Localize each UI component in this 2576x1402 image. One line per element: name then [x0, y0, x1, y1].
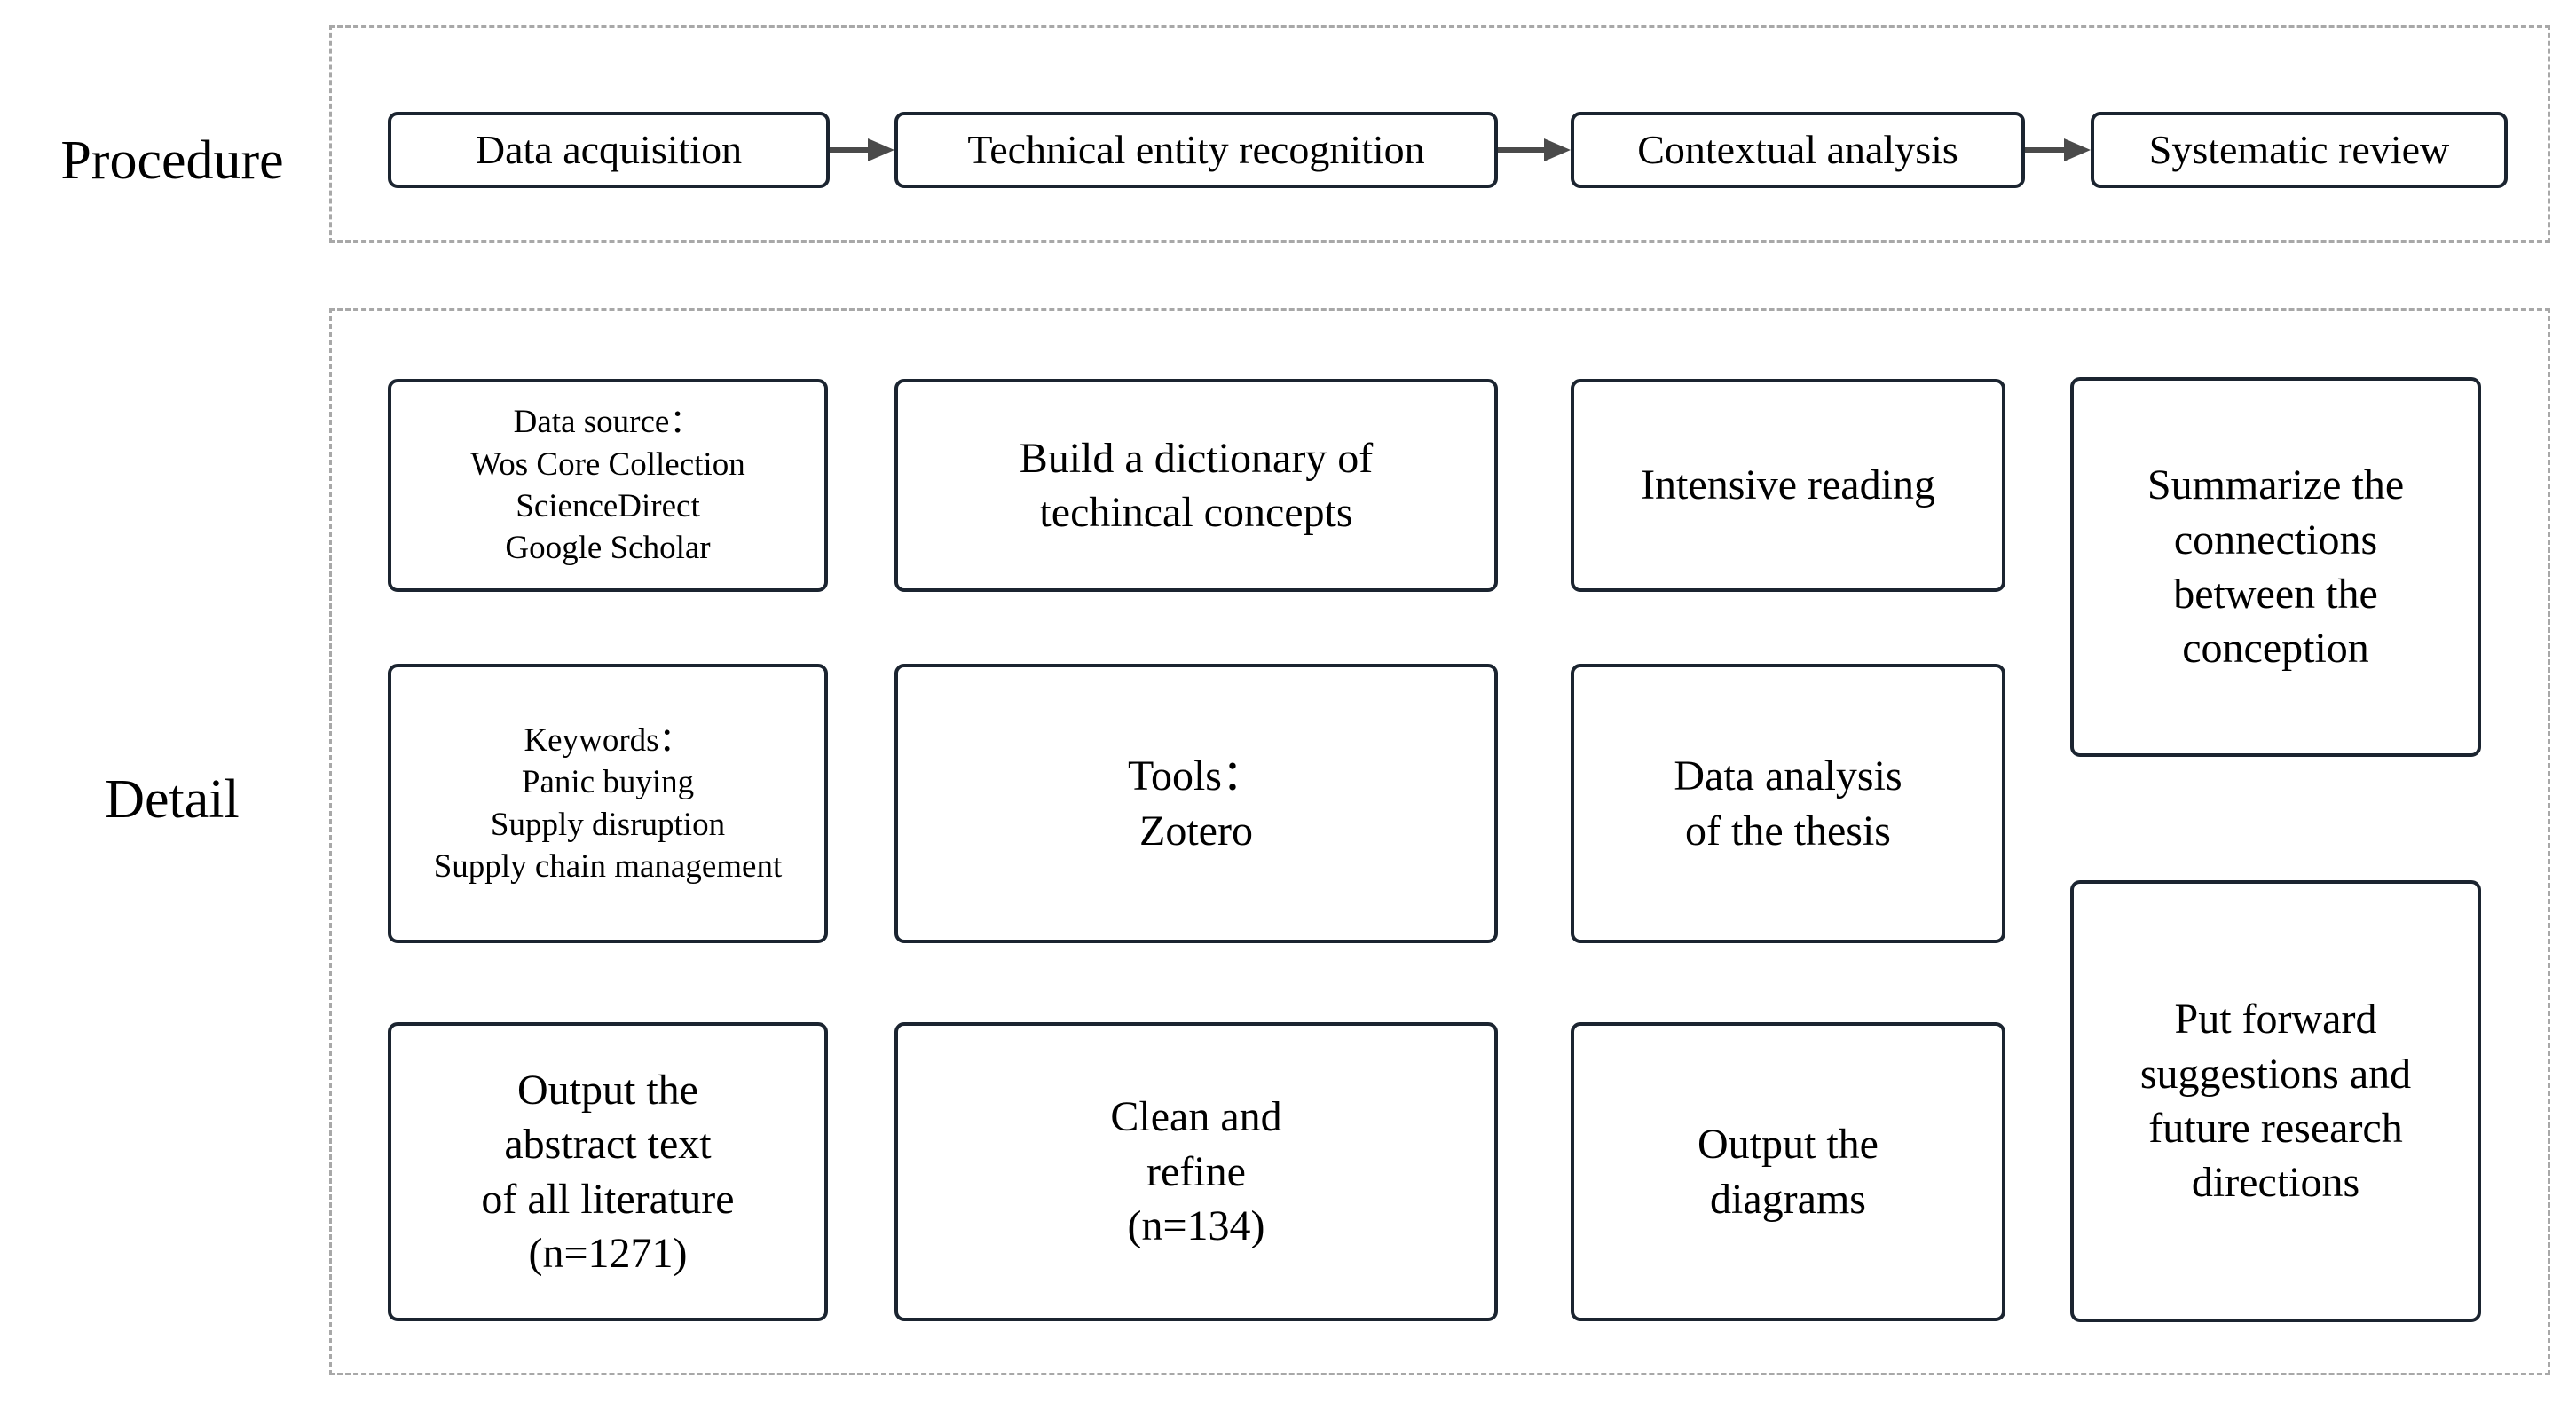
section-frame-procedure: [329, 25, 2550, 243]
procedure-node: Systematic review: [2091, 112, 2508, 188]
detail-node: Put forward suggestions and future resea…: [2070, 880, 2481, 1322]
detail-node: Output the diagrams: [1571, 1022, 2005, 1321]
flow-arrow: [2025, 138, 2091, 161]
node-label: Tools： Zotero: [1128, 752, 1264, 855]
flow-arrow: [830, 138, 894, 161]
row-label-detail: Detail: [105, 769, 240, 830]
node-label: Data acquisition: [475, 126, 743, 172]
detail-node: Tools： Zotero: [894, 664, 1498, 943]
node-label: Contextual analysis: [1637, 126, 1958, 172]
detail-node: Data source： Wos Core Collection Science…: [388, 379, 828, 592]
procedure-node: Data acquisition: [388, 112, 830, 188]
detail-node: Build a dictionary of techincal concepts: [894, 379, 1498, 592]
detail-node: Intensive reading: [1571, 379, 2005, 592]
procedure-node: Contextual analysis: [1571, 112, 2025, 188]
detail-node: Keywords： Panic buying Supply disruption…: [388, 664, 828, 943]
detail-node: Data analysis of the thesis: [1571, 664, 2005, 943]
node-label: Output the abstract text of all literatu…: [481, 1066, 735, 1277]
node-label: Technical entity recognition: [967, 126, 1425, 172]
detail-node: Summarize the connections between the co…: [2070, 377, 2481, 757]
detail-node: Clean and refine (n=134): [894, 1022, 1498, 1321]
node-label: Build a dictionary of techincal concepts: [1019, 434, 1374, 536]
detail-node: Output the abstract text of all literatu…: [388, 1022, 828, 1321]
flow-arrow: [1498, 138, 1571, 161]
node-label: Data source： Wos Core Collection Science…: [470, 404, 745, 567]
node-label: Keywords： Panic buying Supply disruption…: [433, 721, 783, 885]
section-frame-detail: [329, 308, 2550, 1375]
node-label: Clean and refine (n=134): [1110, 1093, 1282, 1250]
node-label: Intensive reading: [1641, 461, 1935, 509]
row-label-procedure: Procedure: [60, 130, 284, 191]
node-label: Summarize the connections between the co…: [2147, 461, 2405, 673]
node-label: Data analysis of the thesis: [1674, 752, 1902, 855]
node-label: Put forward suggestions and future resea…: [2139, 996, 2412, 1207]
procedure-node: Technical entity recognition: [894, 112, 1498, 188]
node-label: Output the diagrams: [1698, 1121, 1879, 1223]
node-label: Systematic review: [2148, 126, 2450, 172]
